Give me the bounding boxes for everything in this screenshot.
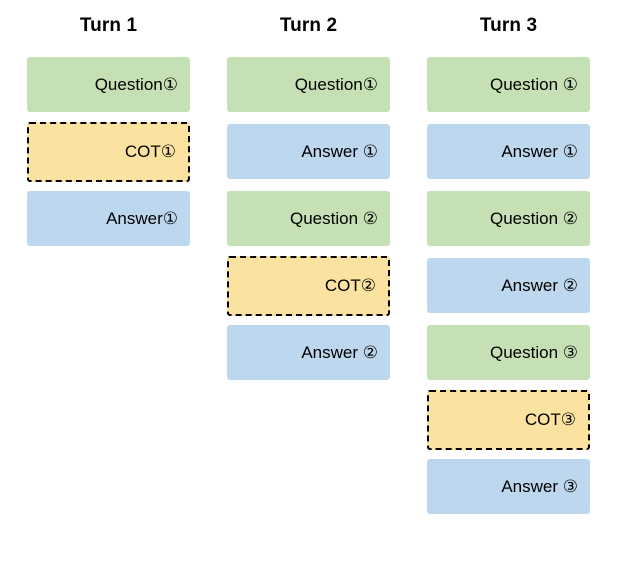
turn-column-1-header: Turn 1: [79, 15, 138, 36]
turn-column-3-blocks: Question ① Answer ① Question ② Answer ② …: [427, 57, 590, 526]
block-answer: Answer①: [27, 191, 190, 246]
block-question: Question ①: [427, 57, 590, 112]
block-label: Answer①: [106, 208, 178, 228]
block-question: Question ②: [427, 191, 590, 246]
block-label: Answer ①: [501, 141, 578, 161]
block-label: Question ②: [289, 208, 378, 228]
block-answer: Answer ②: [427, 258, 590, 313]
turn-column-2-blocks: Question① Answer ① Question ② COT② Answe…: [227, 57, 390, 392]
block-label: Answer ③: [501, 476, 578, 496]
block-answer: Answer ①: [427, 124, 590, 179]
block-cot: COT①: [27, 122, 190, 182]
turn-column-3-header: Turn 3: [479, 15, 538, 36]
block-question: Question ②: [227, 191, 390, 246]
turn-column-1-blocks: Question① COT① Answer①: [27, 57, 190, 258]
block-question: Question①: [227, 57, 390, 112]
block-label: Question①: [294, 74, 378, 94]
block-answer: Answer ①: [227, 124, 390, 179]
block-label: Question①: [94, 74, 178, 94]
block-question: Question①: [27, 57, 190, 112]
block-question: Question ③: [427, 325, 590, 380]
turn-column-2-header: Turn 2: [279, 15, 338, 36]
block-label: COT①: [124, 142, 176, 161]
block-label: Answer ①: [301, 141, 378, 161]
block-label: Question ③: [489, 342, 578, 362]
block-label: Answer ②: [301, 342, 378, 362]
block-label: COT②: [324, 276, 376, 295]
block-label: COT③: [524, 410, 576, 429]
block-label: Question ①: [489, 74, 578, 94]
block-label: Answer ②: [501, 275, 578, 295]
block-cot: COT③: [427, 390, 590, 450]
block-answer: Answer ②: [227, 325, 390, 380]
block-answer: Answer ③: [427, 459, 590, 514]
block-cot: COT②: [227, 256, 390, 316]
block-label: Question ②: [489, 208, 578, 228]
